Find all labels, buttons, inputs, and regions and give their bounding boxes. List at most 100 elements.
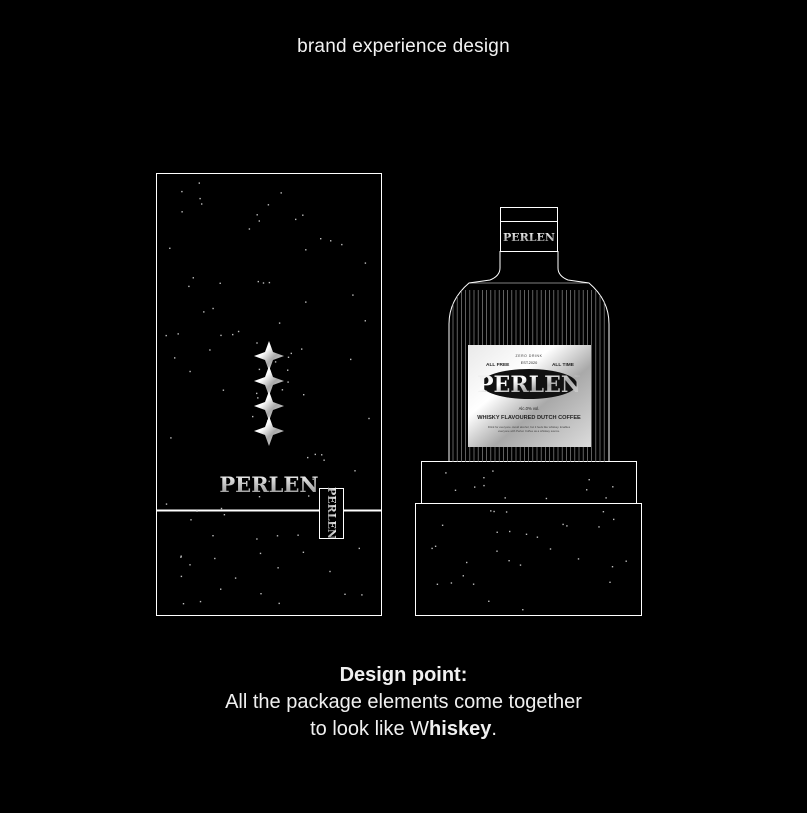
caption-heading: Design point: (339, 664, 468, 686)
speckle (252, 415, 254, 418)
caption-line-2-prefix: to look like W (310, 718, 430, 740)
speckle (434, 545, 437, 547)
speckle (466, 561, 468, 564)
speckle (308, 495, 310, 497)
speckle (522, 609, 524, 611)
speckle (287, 356, 290, 358)
speckle (290, 352, 292, 355)
label-fine-print-2: everyone with Perlen Coffee as a whiskey… (498, 429, 560, 433)
speckle (256, 214, 258, 216)
label-arc-text: ZERO DRINK (516, 354, 543, 358)
speckle (232, 333, 234, 336)
speckle (509, 530, 511, 533)
speckle (198, 182, 200, 184)
speckle (305, 249, 307, 251)
speckle (364, 320, 366, 322)
speckle (314, 453, 316, 456)
speckle (297, 534, 299, 536)
speckle (277, 567, 279, 569)
label-right-tag: ALL TIME (552, 362, 575, 368)
speckle (611, 566, 614, 568)
speckle (508, 560, 510, 562)
speckle (577, 558, 580, 560)
caption-line-2: to look like Whiskey. (0, 716, 807, 743)
speckle (493, 510, 495, 513)
speckle (192, 277, 194, 279)
speckle (257, 397, 259, 399)
speckle (330, 240, 332, 242)
speckle (258, 496, 261, 498)
caption-line-2-suffix: . (491, 718, 497, 740)
speckle (368, 417, 370, 420)
speckle (344, 593, 346, 595)
speckle (312, 478, 314, 480)
speckle (625, 560, 627, 562)
box-brand-logo: PERLEN (219, 472, 318, 497)
design-caption: Design point: All the package elements c… (0, 662, 807, 743)
speckle (612, 486, 614, 488)
speckle (605, 497, 607, 499)
speckle (260, 593, 262, 595)
speckle (237, 330, 240, 333)
label-fine-print-1: Drink for everyone. Avoid alcohol, but i… (488, 425, 571, 429)
speckle (483, 484, 485, 487)
neck-brand-logo: PERLEN (503, 231, 555, 244)
speckle (287, 369, 289, 371)
speckle (278, 322, 281, 324)
speckle (196, 510, 198, 512)
speckle (305, 301, 307, 303)
speckle (219, 282, 221, 284)
speckle (234, 577, 237, 579)
speckle (474, 486, 476, 488)
speckle (483, 477, 485, 479)
speckle (165, 503, 168, 505)
page-title: brand experience design (297, 36, 510, 57)
speckle (586, 489, 588, 491)
speckle (323, 459, 325, 461)
bottle-outline (448, 251, 610, 462)
speckle (525, 533, 528, 535)
whisky-bottle: PERLEN ZERO DRINK ALL FREE EST.2020 ALL … (448, 207, 610, 462)
box-speckles (165, 182, 370, 605)
speckle (462, 575, 464, 577)
speckle (188, 285, 190, 288)
speckle (259, 552, 262, 555)
speckle (441, 524, 444, 526)
speckle (220, 507, 223, 510)
speckle (354, 470, 356, 472)
speckle (302, 214, 304, 216)
speckle (220, 588, 222, 590)
speckle (545, 497, 548, 500)
stand-base (415, 503, 642, 616)
caption-line-2-bold: hiskey (429, 718, 492, 740)
caption-line-1: All the package elements come together (225, 691, 582, 713)
sparkle-stars-icon (254, 341, 284, 446)
speckle (177, 333, 179, 335)
speckle (287, 381, 289, 383)
speckle (352, 294, 354, 296)
speckle (169, 247, 171, 249)
speckle (505, 511, 508, 513)
speckle (223, 514, 226, 516)
label-est: EST.2020 (521, 361, 537, 365)
speckle (361, 594, 363, 596)
speckle (222, 389, 225, 391)
speckle (278, 602, 280, 605)
label-oval (481, 369, 577, 399)
bottle-neck (500, 221, 558, 252)
speckle (588, 479, 590, 481)
speckle (519, 564, 522, 566)
speckle (170, 437, 172, 439)
speckle (566, 525, 568, 527)
speckle (496, 531, 498, 533)
speckle (436, 583, 439, 585)
speckle (490, 510, 492, 512)
speckle (549, 548, 552, 550)
label-left-tag: ALL FREE (486, 362, 510, 368)
box-seal-logo: PERLEN (325, 487, 338, 539)
speckle (276, 535, 279, 537)
speckle (609, 581, 611, 583)
speckle (199, 197, 201, 200)
speckle (341, 243, 343, 246)
